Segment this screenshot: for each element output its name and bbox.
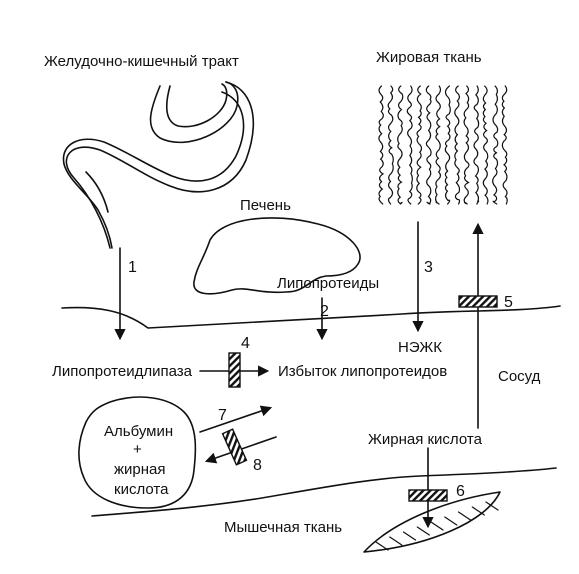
adipose-texture-stroke (378, 85, 385, 205)
blocker-6 (408, 489, 448, 502)
muscle-striation (471, 506, 485, 516)
step-number-4: 4 (241, 335, 250, 352)
muscle-striation (485, 501, 499, 511)
label-gi-tract: Желудочно-кишечный тракт (44, 53, 239, 70)
step-number-5: 5 (504, 294, 513, 311)
step-number-6: 6 (456, 483, 465, 500)
adipose-texture-stroke (387, 85, 394, 205)
label-excess-lipoproteins: Избыток липопротеидов (278, 363, 447, 380)
muscle-striation (430, 521, 444, 531)
albumin-complex-shape (78, 396, 197, 509)
label-adipose: Жировая ткань (376, 49, 482, 66)
muscle-tissue-illustration (363, 491, 501, 553)
muscle-striation (444, 516, 458, 526)
step-number-2: 2 (320, 303, 329, 320)
adipose-texture-stroke (425, 85, 432, 205)
adipose-texture-stroke (434, 85, 442, 205)
label-acid: кислота (114, 481, 169, 498)
step-number-1: 1 (128, 259, 137, 276)
muscle-boundary (91, 467, 557, 517)
blocker-5 (458, 295, 498, 308)
adipose-texture-stroke (473, 85, 480, 205)
label-fatty: жирная (114, 461, 166, 478)
step-number-8: 8 (253, 457, 262, 474)
muscle-striation (375, 541, 389, 551)
label-vessel: Сосуд (498, 368, 541, 385)
label-lipoproteins: Липопротеиды (277, 275, 379, 292)
muscle-striation (402, 531, 417, 541)
muscle-striation (389, 536, 403, 546)
arrow-7 (199, 405, 273, 433)
adipose-tissue-illustration (378, 85, 508, 205)
adipose-texture-stroke (501, 85, 508, 205)
muscle-striation (457, 511, 472, 521)
adipose-texture-stroke (397, 85, 404, 205)
adipose-texture-stroke (416, 85, 423, 205)
adipose-texture-stroke (444, 85, 451, 205)
adipose-texture-stroke (492, 85, 499, 205)
adipose-texture-stroke (454, 85, 461, 205)
step-number-7: 7 (218, 407, 227, 424)
label-muscle: Мышечная ткань (224, 519, 342, 536)
vessel-wall-top (61, 305, 561, 329)
label-lipoprotein-lipase: Липопротеидлипаза (52, 363, 193, 380)
label-nefa: НЭЖК (398, 339, 442, 356)
adipose-texture-stroke (463, 85, 470, 205)
gi-tract-illustration (62, 81, 254, 249)
blocker-4 (228, 352, 241, 388)
muscle-striation (416, 526, 430, 536)
liver-shape (193, 217, 361, 295)
label-plus: + (133, 441, 142, 458)
label-fatty-acid: Жирная кислота (368, 431, 483, 448)
blocker-8 (221, 428, 248, 466)
step-number-3: 3 (424, 259, 433, 276)
adipose-texture-stroke (406, 85, 413, 205)
label-liver: Печень (240, 197, 291, 214)
label-albumin: Альбумин (104, 423, 173, 440)
adipose-texture-stroke (482, 85, 489, 205)
